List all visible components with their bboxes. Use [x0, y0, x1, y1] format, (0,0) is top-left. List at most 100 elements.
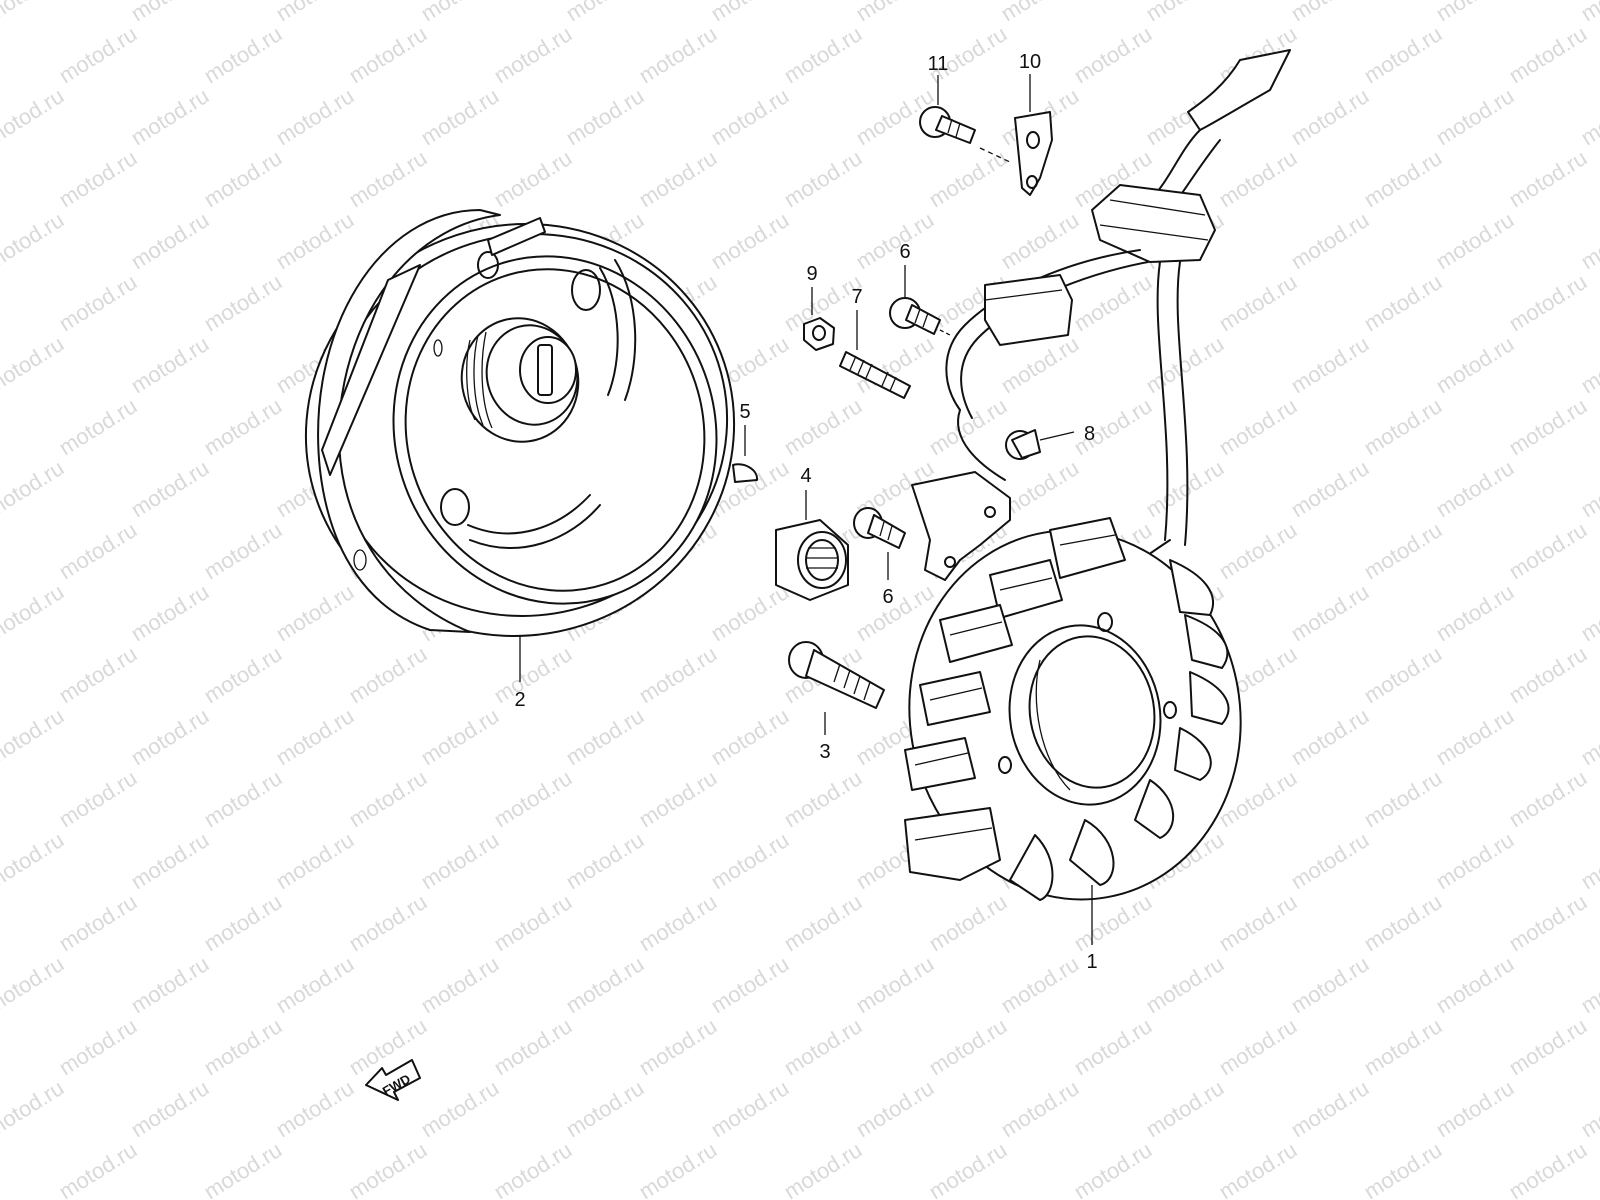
watermark-text: motod.ru [924, 1013, 1011, 1080]
watermark-text: motod.ru [126, 1075, 213, 1142]
watermark-text: motod.ru [489, 765, 576, 832]
watermark-text: motod.ru [1141, 1075, 1228, 1142]
part-label-7: 7 [851, 286, 862, 308]
watermark-text: motod.ru [1431, 331, 1518, 398]
watermark-text: motod.ru [634, 889, 721, 956]
watermark-text: motod.ru [1214, 889, 1301, 956]
watermark-text: motod.ru [1431, 207, 1518, 274]
watermark-text: motod.ru [1214, 517, 1301, 584]
watermark-text: motod.ru [706, 827, 793, 894]
watermark-text: motod.ru [634, 1013, 721, 1080]
watermark-text: motod.ru [1359, 765, 1446, 832]
watermark-text: motod.ru [996, 207, 1083, 274]
watermark-text: motod.ru [1214, 1013, 1301, 1080]
watermark-text: motod.ru [271, 703, 358, 770]
watermark-text: motod.ru [416, 1075, 503, 1142]
watermark-text: motod.ru [561, 1075, 648, 1142]
watermark-text: motod.ru [1431, 1075, 1518, 1142]
pickup-coil [911, 274, 1073, 581]
watermark-text: motod.ru [271, 0, 358, 26]
flywheel-rotor [304, 209, 736, 637]
assembly-line-6-upper [939, 329, 953, 337]
watermark-text: motod.ru [1069, 1137, 1156, 1200]
watermark-text: motod.ru [1069, 1013, 1156, 1080]
watermark-text: motod.ru [0, 579, 68, 646]
part-label-6-lower: 6 [882, 586, 893, 608]
watermark-text: motod.ru [1069, 393, 1156, 460]
watermark-text: motod.ru [1504, 145, 1591, 212]
watermark-text: motod.ru [1214, 1137, 1301, 1200]
watermark-text: motod.ru [706, 579, 793, 646]
watermark-text: motod.ru [54, 21, 141, 88]
watermark-text: motod.ru [54, 889, 141, 956]
watermark-text: motod.ru [1504, 269, 1591, 336]
watermark-text: motod.ru [1576, 207, 1600, 274]
watermark-text: motod.ru [561, 0, 648, 26]
watermark-text: motod.ru [54, 145, 141, 212]
watermark-text: motod.ru [1576, 579, 1600, 646]
watermark-text: motod.ru [344, 765, 431, 832]
watermark-text: motod.ru [1504, 1137, 1591, 1200]
watermark-text: motod.ru [706, 83, 793, 150]
watermark-text: motod.ru [271, 1075, 358, 1142]
watermark-text: motod.ru [1431, 579, 1518, 646]
watermark-text: motod.ru [489, 1013, 576, 1080]
watermark-text: motod.ru [0, 951, 68, 1018]
watermark-text: motod.ru [996, 951, 1083, 1018]
watermark-text: motod.ru [489, 145, 576, 212]
watermark-text: motod.ru [1141, 0, 1228, 26]
watermark-text: motod.ru [1359, 1013, 1446, 1080]
watermark-text: motod.ru [706, 0, 793, 26]
watermark-text: motod.ru [126, 0, 213, 26]
watermark-text: motod.ru [489, 889, 576, 956]
wire-harness [945, 49, 1291, 601]
watermark-text: motod.ru [344, 1137, 431, 1200]
watermark-text: motod.ru [1504, 21, 1591, 88]
watermark-text: motod.ru [1576, 0, 1600, 26]
stud-bolt [839, 351, 911, 399]
watermark-text: motod.ru [489, 1137, 576, 1200]
part-label-3: 3 [819, 741, 830, 763]
watermark-text: motod.ru [1504, 1013, 1591, 1080]
watermark-text: motod.ru [1576, 83, 1600, 150]
watermark-text: motod.ru [1576, 827, 1600, 894]
watermark-text: motod.ru [924, 1137, 1011, 1200]
watermark-text: motod.ru [851, 951, 938, 1018]
watermark-text: motod.ru [1286, 331, 1373, 398]
watermark-text: motod.ru [0, 83, 68, 150]
pickup-bolt-upper [889, 297, 941, 335]
watermark-text: motod.ru [1504, 517, 1591, 584]
watermark-text: motod.ru [1286, 1075, 1373, 1142]
watermark-text: motod.ru [126, 83, 213, 150]
watermark-text: motod.ru [1141, 455, 1228, 522]
watermark-text: motod.ru [779, 1013, 866, 1080]
watermark-text: motod.ru [634, 641, 721, 708]
watermark-text: motod.ru [0, 455, 68, 522]
watermark-text: motod.ru [1359, 145, 1446, 212]
watermark-text: motod.ru [1359, 269, 1446, 336]
watermark-text: motod.ru [1286, 703, 1373, 770]
part-label-11: 11 [928, 53, 949, 75]
pickup-bolt-lower [853, 507, 906, 549]
watermark-text: motod.ru [199, 889, 286, 956]
watermark-text: motod.ru [416, 83, 503, 150]
watermark-text: motod.ru [344, 21, 431, 88]
watermark-text: motod.ru [1576, 331, 1600, 398]
watermark-text: motod.ru [199, 517, 286, 584]
watermark-text: motod.ru [54, 641, 141, 708]
watermark-text: motod.ru [1141, 951, 1228, 1018]
watermark-text: motod.ru [1286, 579, 1373, 646]
watermark-text: motod.ru [1504, 393, 1591, 460]
part-label-9: 9 [806, 263, 817, 285]
part-label-2: 2 [514, 689, 525, 711]
watermark-text: motod.ru [199, 1137, 286, 1200]
watermark-text: motod.ru [344, 1013, 431, 1080]
watermark-text: motod.ru [126, 951, 213, 1018]
watermark-text: motod.ru [779, 889, 866, 956]
watermark-text: motod.ru [561, 951, 648, 1018]
watermark-text: motod.ru [924, 145, 1011, 212]
watermark-text: motod.ru [126, 703, 213, 770]
watermark-text: motod.ru [199, 145, 286, 212]
watermark-text: motod.ru [0, 0, 68, 26]
watermark-text: motod.ru [1576, 951, 1600, 1018]
